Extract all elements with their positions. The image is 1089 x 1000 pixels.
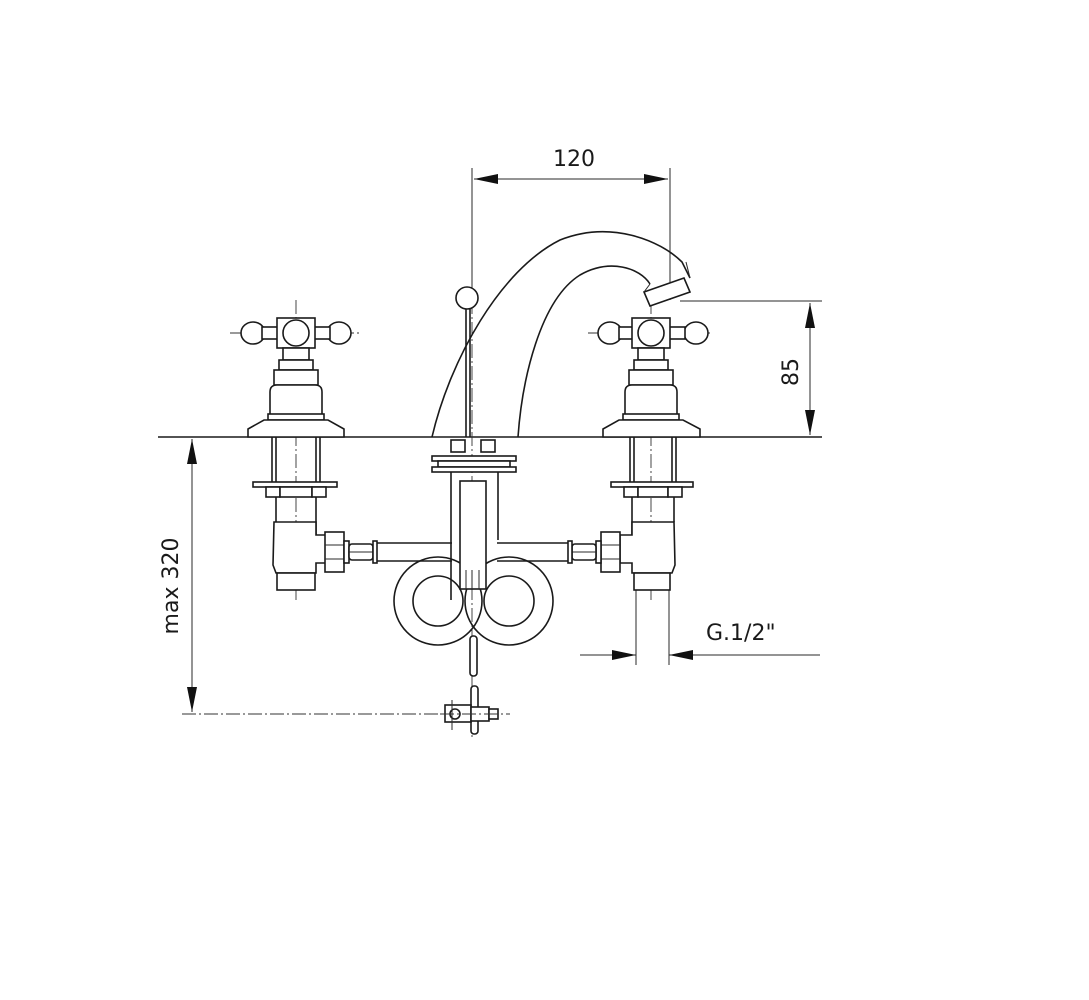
dimension-85-label: 85 (779, 358, 804, 386)
pop-up-rod-housing (459, 480, 487, 590)
left-nut (324, 531, 345, 573)
left-cross-handle-valve[interactable] (240, 317, 378, 591)
pop-up-knob[interactable] (455, 286, 479, 437)
spout (431, 231, 692, 438)
right-cross-handle-valve[interactable] (567, 317, 709, 591)
dimension-thread-label: G.1/2" (706, 621, 776, 646)
dimension-max-320-label: max 320 (159, 538, 184, 635)
dimension-120: 120 (471, 147, 671, 300)
spout-aerator (642, 276, 692, 308)
pop-up-clevis (444, 704, 472, 723)
spout-mounting-assembly[interactable] (431, 439, 517, 735)
dimension-max-320: max 320 (159, 439, 445, 715)
dimension-thread: G.1/2" (580, 590, 820, 665)
dimension-120-label: 120 (553, 147, 595, 172)
dimension-85: 85 (680, 300, 822, 435)
right-handle-knob-b (683, 321, 709, 345)
mounting-washer-bottom (431, 466, 517, 473)
looped-flexible-hoses (377, 542, 568, 646)
right-nut (600, 531, 621, 573)
